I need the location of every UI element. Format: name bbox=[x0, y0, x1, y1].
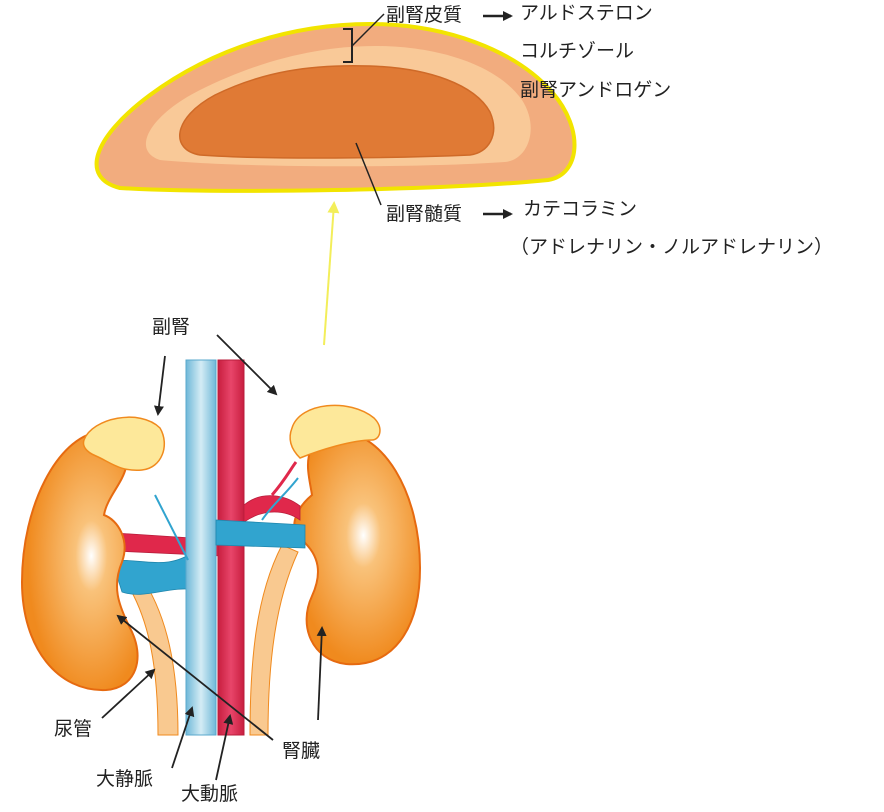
right-adrenal-gland bbox=[289, 404, 381, 459]
left-adrenal-vessel bbox=[154, 494, 189, 561]
label-kidney: 腎臓 bbox=[282, 740, 321, 762]
label-adrenal-gland: 副腎 bbox=[152, 316, 191, 338]
aorta-arrow bbox=[215, 714, 234, 781]
vena-cava-arrow bbox=[171, 706, 195, 769]
hormone-adrenal-androgen: 副腎アンドロゲン bbox=[520, 79, 672, 101]
left-adrenal-gland bbox=[82, 416, 165, 471]
hormone-adrenaline-noradrenaline: （アドレナリン・ノルアドレナリン） bbox=[510, 236, 834, 258]
aorta bbox=[217, 359, 245, 736]
enlargement-pointer-arrow bbox=[323, 201, 340, 346]
adrenal-cross-section bbox=[94, 21, 577, 193]
kidney-anatomy bbox=[20, 359, 422, 736]
ureter-arrow bbox=[101, 668, 156, 719]
right-ureter bbox=[249, 544, 299, 736]
label-ureter: 尿管 bbox=[54, 718, 93, 740]
right-adrenal-vein-small bbox=[261, 477, 299, 521]
left-ureter bbox=[125, 574, 179, 736]
kidney-arrow-left bbox=[116, 614, 274, 741]
medulla-leader-line bbox=[355, 142, 382, 206]
hormone-cortisol: コルチゾール bbox=[520, 40, 635, 62]
left-kidney bbox=[20, 430, 139, 692]
vena-cava bbox=[185, 359, 217, 736]
label-aorta: 大動脈 bbox=[181, 783, 239, 805]
hormone-catecholamine: カテコラミン bbox=[523, 198, 638, 220]
right-kidney bbox=[293, 428, 422, 666]
kidney-arrow-right bbox=[316, 626, 327, 721]
hormone-aldosterone: アルドステロン bbox=[520, 2, 653, 24]
adrenal-arrow-right bbox=[216, 334, 278, 396]
right-renal-vein bbox=[215, 519, 306, 549]
cortex-leader-line bbox=[351, 13, 385, 47]
label-adrenal-cortex: 副腎皮質 bbox=[386, 4, 463, 26]
adrenal-arrow-left bbox=[153, 355, 166, 416]
right-adrenal-vessel bbox=[270, 461, 298, 496]
label-adrenal-medulla: 副腎髄質 bbox=[386, 203, 463, 225]
label-vena-cava: 大静脈 bbox=[96, 768, 154, 790]
medulla-core bbox=[179, 64, 495, 159]
